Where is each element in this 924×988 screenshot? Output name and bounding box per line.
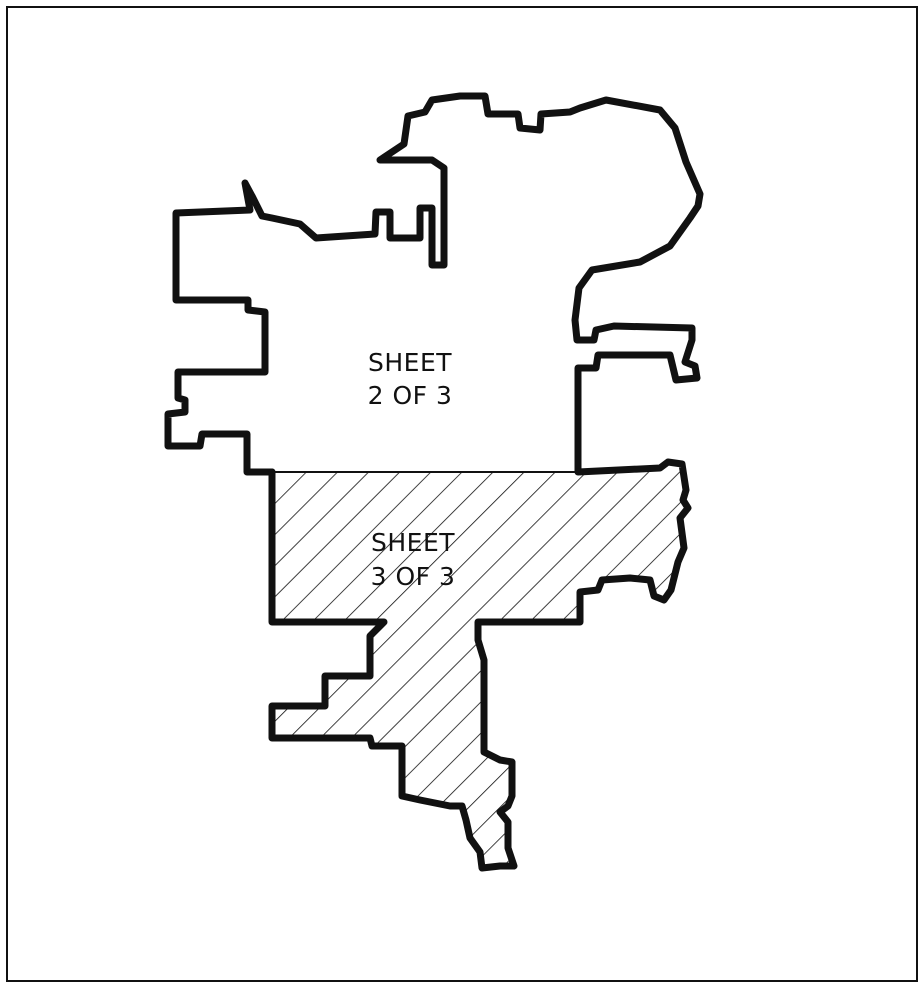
sheet-3-boundary — [268, 458, 692, 872]
region-sheet-2[interactable]: SHEET 2 OF 3 — [164, 92, 704, 476]
map-frame — [6, 6, 918, 982]
region-sheet-3[interactable]: SHEET 3 OF 3 — [268, 458, 692, 872]
sheet-2-boundary — [164, 92, 704, 476]
sheet-3-fill — [272, 462, 688, 868]
sheet-3-label-line1: SHEET — [371, 528, 455, 557]
sheet-3-label-line2: 3 OF 3 — [371, 562, 456, 591]
sheet-2-label-line1: SHEET — [368, 348, 452, 377]
sheet-2-fill — [168, 96, 700, 472]
sheet-2-label-line2: 2 OF 3 — [368, 381, 453, 410]
